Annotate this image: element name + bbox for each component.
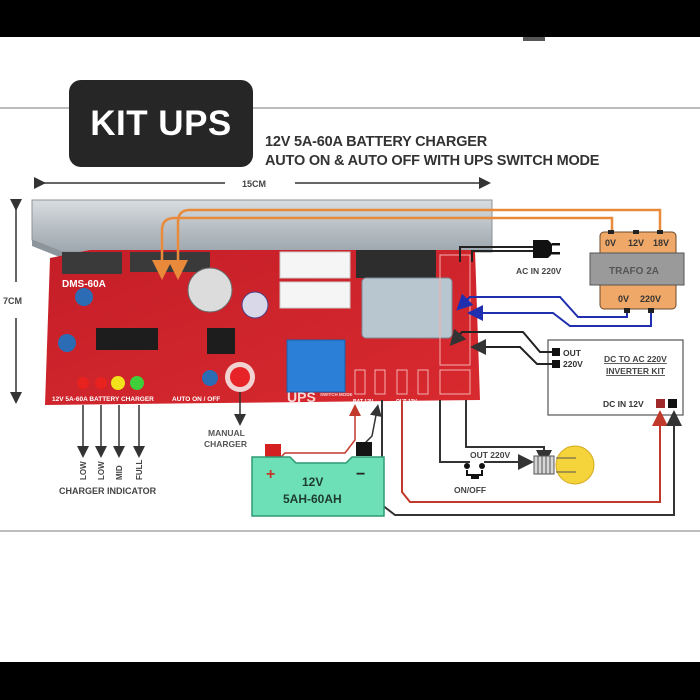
indicator-led-label: FULL	[135, 459, 144, 480]
inverter-out-label: OUT	[563, 348, 582, 358]
wire-battery-negative	[361, 404, 382, 447]
load-out-label: OUT 220V	[470, 450, 510, 460]
wire-load-2	[465, 400, 552, 466]
title-line-1: 12V 5A-60A BATTERY CHARGER	[265, 134, 488, 150]
indicator-led-label: MID	[115, 465, 124, 480]
inverter-dc-in-label: DC IN 12V	[603, 399, 644, 409]
battery-plus-sign: +	[266, 466, 275, 483]
wire-battery-positive	[277, 404, 361, 461]
transformer	[589, 230, 685, 313]
top-black-bar	[0, 0, 700, 37]
pcb-model-label: DMS-60A	[62, 279, 106, 290]
trafo-primary-0v: 0V	[618, 294, 629, 304]
inverter-dc-negative-terminal	[668, 399, 677, 408]
wire-dc-negative	[381, 400, 682, 516]
light-bulb-icon	[533, 445, 595, 485]
ac-plug-icon	[533, 240, 560, 258]
switch-label: ON/OFF	[454, 485, 486, 495]
indicator-led-label: LOW	[79, 461, 88, 480]
inverter-out-terminal	[552, 360, 560, 368]
inductor-block	[279, 251, 351, 279]
led-low-2	[95, 377, 107, 389]
battery-capacity: 5AH-60AH	[283, 492, 342, 506]
wire-trafo-0v	[152, 216, 614, 280]
ic-chip	[96, 328, 158, 350]
inverter-out-terminal	[552, 348, 560, 356]
battery-minus-sign: −	[356, 466, 365, 483]
transistor-mosfet	[62, 252, 122, 274]
pcb-brand-sub: SWITCH MODE	[320, 392, 353, 397]
height-dimension-label: 7CM	[3, 296, 22, 306]
manual-charger-button[interactable]	[230, 367, 250, 387]
wire-inverter-out-1	[449, 328, 552, 353]
pcb-terminal-bat: BAT 12V	[353, 399, 374, 405]
trimpot	[75, 288, 93, 306]
wire-trafo-18v	[168, 208, 662, 280]
inverter-title-1: DC TO AC 220V	[604, 354, 667, 364]
frame-border-bottom	[0, 530, 700, 532]
led-low-1	[77, 377, 89, 389]
wire-blue-0v	[456, 293, 628, 318]
charger-indicator-arrows	[77, 405, 145, 458]
frame-border-top	[0, 107, 700, 109]
trimpot	[202, 370, 218, 386]
led-mid	[111, 376, 125, 390]
battery-voltage: 12V	[302, 475, 323, 489]
kit-ups-label: KIT UPS	[90, 103, 232, 143]
trafo-tap-0v: 0V	[605, 238, 616, 248]
led-full	[130, 376, 144, 390]
on-off-switch-icon	[464, 463, 485, 479]
pcb-terminal-out: OUT 12V	[396, 399, 418, 405]
pcb-bottom-label: 12V 5A-60A BATTERY CHARGER	[52, 396, 154, 403]
relay	[361, 277, 453, 339]
charger-leds	[77, 376, 144, 390]
wire-blue-220v	[467, 305, 652, 327]
battery-body	[251, 456, 385, 517]
diagram-title: 12V 5A-60A BATTERY CHARGER AUTO ON & AUT…	[265, 133, 599, 171]
wire-ac-in	[459, 246, 540, 262]
inverter-dc-positive-terminal	[656, 399, 665, 408]
title-line-2: AUTO ON & AUTO OFF WITH UPS SWITCH MODE	[265, 153, 600, 169]
charger-indicator-title: CHARGER INDICATOR	[59, 486, 157, 496]
rectifier-diode	[356, 250, 436, 278]
indicator-led-label: LOW	[97, 461, 106, 480]
trafo-tap-12v: 12V	[628, 238, 644, 248]
width-dimension-label: 15CM	[242, 179, 266, 189]
pcb-brand: UPS	[287, 389, 316, 405]
battery-negative-terminal	[356, 442, 372, 456]
trafo-name: TRAFO 2A	[609, 266, 659, 277]
capacitor	[241, 291, 269, 319]
trafo-tap-18v: 18V	[653, 238, 669, 248]
trimpot	[58, 334, 76, 352]
bottom-black-bar	[0, 662, 700, 700]
manual-charger-line2: CHARGER	[204, 439, 247, 449]
wire-dc-positive	[401, 400, 668, 503]
wire-inverter-out-2	[470, 339, 552, 365]
battery-positive-terminal	[265, 444, 281, 458]
trafo-primary-220v: 220V	[640, 294, 661, 304]
transistor-mosfet	[130, 252, 210, 272]
wire-load-1	[439, 400, 470, 463]
inverter-out-voltage: 220V	[563, 359, 583, 369]
heatsink-base	[32, 240, 62, 258]
pcb-auto-label: AUTO ON / OFF	[172, 396, 220, 403]
secondary-relay	[286, 339, 346, 393]
heatsink	[31, 199, 493, 253]
manual-charger-line1: MANUAL	[208, 428, 245, 438]
ac-in-label: AC IN 220V	[516, 266, 562, 276]
inductor-block	[279, 281, 351, 309]
top-bar-tab	[523, 37, 545, 41]
kit-ups-badge: KIT UPS	[69, 80, 253, 167]
capacitor-large	[187, 267, 233, 313]
ic-regulator	[207, 328, 235, 354]
inverter-title-2: INVERTER KIT	[606, 366, 666, 376]
